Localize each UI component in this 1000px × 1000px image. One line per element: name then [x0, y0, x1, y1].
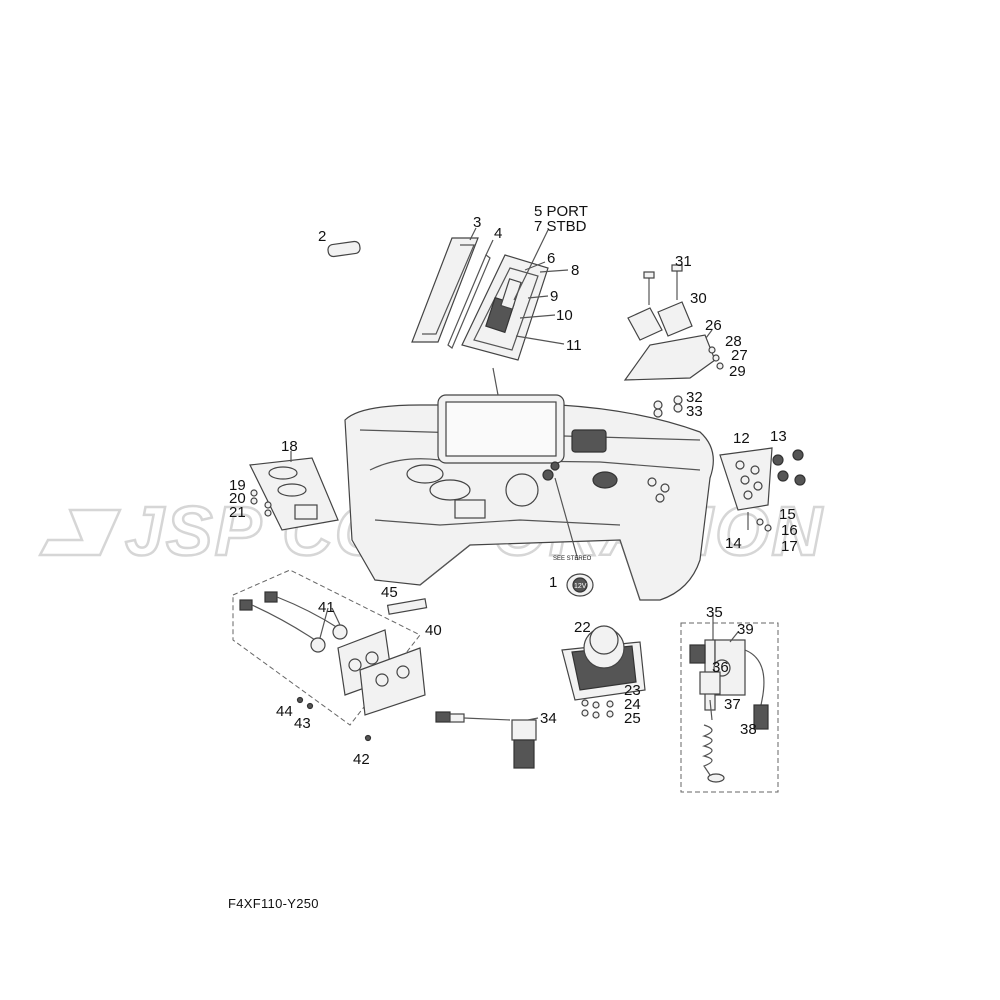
switch-housing: 5 PORT 7 STBD 6 8 9 10 11 — [461, 203, 588, 361]
callout-38: 38 — [740, 721, 757, 738]
callout-43: 43 — [294, 715, 311, 732]
see-stereo-note: SEE STEREO — [553, 556, 592, 562]
callout-30: 30 — [690, 290, 707, 307]
callout-31: 31 — [675, 253, 692, 270]
callout-40: 40 — [425, 622, 442, 639]
callout-25: 25 — [624, 710, 641, 727]
sensor-harness: 34 — [435, 710, 557, 769]
callout-19: 19 — [229, 477, 246, 494]
callout-14: 14 — [725, 535, 742, 552]
dashboard-console — [344, 367, 714, 601]
callout-26: 26 — [705, 317, 722, 334]
callout-5-port: 5 PORT — [534, 203, 588, 220]
callout-18: 18 — [281, 438, 298, 455]
power-socket: SEE STEREO 12V 1 — [549, 477, 594, 597]
callout-20: 20 — [229, 490, 246, 507]
throttle-knob: 22 23 24 25 — [561, 619, 646, 727]
callout-36: 36 — [712, 659, 729, 676]
callout-41: 41 — [318, 599, 335, 616]
callout-44: 44 — [276, 703, 293, 720]
callout-34: 34 — [540, 710, 557, 727]
callout-3: 3 — [473, 214, 481, 231]
switch-assembly: 41 40 45 44 43 42 — [232, 569, 442, 768]
callout-6: 6 — [547, 250, 555, 267]
lanyard-switch: 35 39 36 37 38 — [680, 604, 779, 793]
callout-17: 17 — [781, 538, 798, 555]
callout-32: 32 — [686, 389, 703, 406]
callout-23: 23 — [624, 682, 641, 699]
left-switch-panel: 18 19 20 21 — [229, 438, 339, 531]
callout-35: 35 — [706, 604, 723, 621]
callout-33: 33 — [686, 403, 703, 420]
callout-15: 15 — [779, 506, 796, 523]
gauge-bracket: 31 30 26 28 27 29 32 33 — [623, 253, 748, 420]
callout-13: 13 — [770, 428, 787, 445]
callout-12: 12 — [733, 430, 750, 447]
callout-27: 27 — [731, 347, 748, 364]
part-2: 2 — [318, 228, 361, 258]
callout-29: 29 — [729, 363, 746, 380]
callout-10: 10 — [556, 307, 573, 324]
callout-2: 2 — [318, 228, 326, 245]
callout-4: 4 — [494, 225, 502, 242]
lens-panel: 3 4 — [411, 214, 502, 349]
callout-16: 16 — [781, 522, 798, 539]
callout-39: 39 — [737, 621, 754, 638]
callout-9: 9 — [550, 288, 558, 305]
callout-45: 45 — [381, 584, 398, 601]
callout-7-stbd: 7 STBD — [534, 218, 587, 235]
socket-label: 12V — [574, 583, 587, 590]
callout-42: 42 — [353, 751, 370, 768]
callout-8: 8 — [571, 262, 579, 279]
callout-37: 37 — [724, 696, 741, 713]
callout-11: 11 — [566, 337, 582, 354]
drawing-code: F4XF110-Y250 — [228, 896, 319, 911]
callout-22: 22 — [574, 619, 591, 636]
callout-1: 1 — [549, 574, 557, 591]
callout-24: 24 — [624, 696, 641, 713]
right-switch-panel: 12 13 15 16 17 14 — [647, 428, 806, 555]
callout-28: 28 — [725, 333, 742, 350]
callout-21: 21 — [229, 504, 246, 521]
